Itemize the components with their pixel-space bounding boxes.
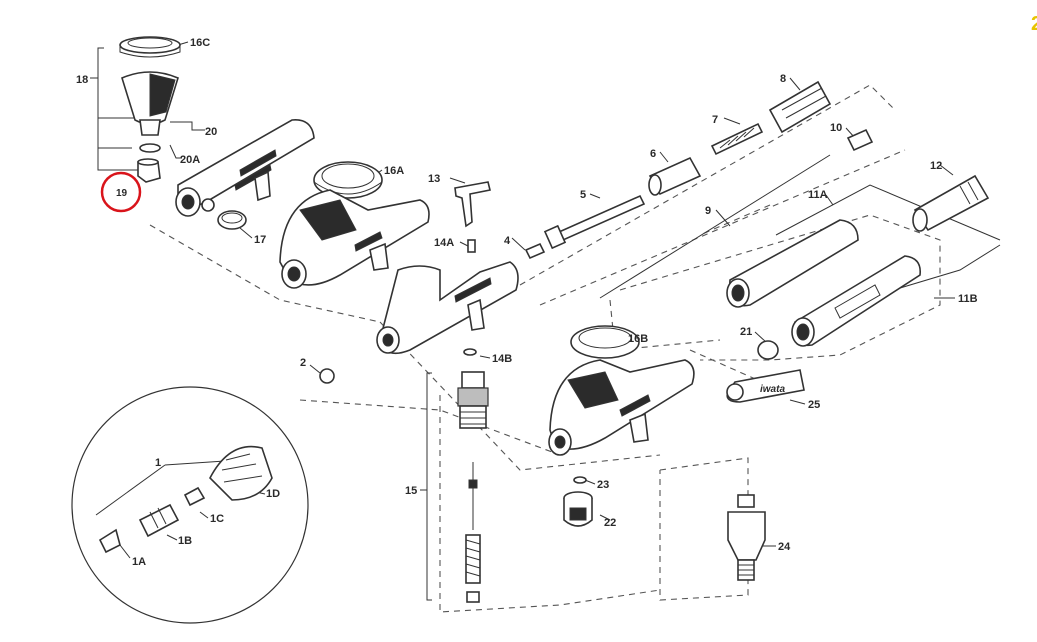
- edge-glyph: 2: [1031, 13, 1037, 35]
- label-5: 5: [580, 189, 586, 201]
- part-17-side-cap: [217, 210, 247, 230]
- label-11b: 11B: [958, 293, 978, 305]
- part-4-packing-screw: [524, 242, 546, 260]
- label-17: 17: [254, 234, 266, 246]
- label-7: 7: [712, 114, 718, 126]
- part-16b-lid: [570, 325, 640, 359]
- part-15-air-valve: [457, 371, 489, 603]
- part-16a-lid: [313, 161, 383, 199]
- part-21-oring: [757, 340, 779, 360]
- part-18-color-cup: [121, 71, 179, 136]
- label-16b: 16B: [628, 333, 648, 345]
- wrench-brand-text: iwata: [760, 384, 785, 395]
- part-labels: 16C 18 20 20A 19 17 16A 13 14A 4 5 6 7 8…: [76, 37, 978, 568]
- part-body-center: [376, 261, 519, 355]
- label-22: 22: [604, 517, 616, 529]
- label-2: 2: [300, 357, 306, 369]
- label-1d: 1D: [266, 488, 280, 500]
- label-11a: 11A: [808, 189, 828, 201]
- nozzle-detail-inset: [71, 386, 309, 624]
- label-13: 13: [428, 173, 440, 185]
- part-10-nozzle-cap: [846, 128, 874, 152]
- part-body-gravity-16b: [548, 359, 695, 456]
- part-9-needle: [599, 154, 831, 299]
- label-20a: 20A: [180, 154, 200, 166]
- label-24: 24: [778, 541, 791, 553]
- part-body-gravity-16a: [279, 189, 430, 289]
- part-8-spring-guide: [768, 80, 832, 134]
- label-9: 9: [705, 205, 711, 217]
- label-18: 18: [76, 74, 88, 86]
- part-14b-oring: [463, 348, 477, 356]
- label-20: 20: [205, 126, 217, 138]
- part-11a-handle: [726, 219, 859, 308]
- label-1c: 1C: [210, 513, 224, 525]
- part-19-elbow: [137, 158, 161, 183]
- label-23: 23: [597, 479, 609, 491]
- label-10: 10: [830, 122, 842, 134]
- part-23-oring: [573, 476, 587, 484]
- label-1b: 1B: [178, 535, 192, 547]
- leader-lines: [90, 41, 1001, 601]
- part-6-chucking-nut: [648, 156, 702, 196]
- dashed-guides: [149, 84, 941, 613]
- label-19: 19: [116, 188, 128, 199]
- part-2-oring: [319, 368, 335, 384]
- label-6: 6: [650, 148, 656, 160]
- label-12: 12: [930, 160, 942, 172]
- label-14b: 14B: [492, 353, 512, 365]
- label-1a: 1A: [132, 556, 146, 568]
- label-1: 1: [155, 457, 161, 469]
- part-13-trigger: [454, 181, 491, 228]
- part-16c-cup-lid: [119, 36, 181, 58]
- part-20a-oring: [139, 143, 161, 153]
- part-22-valve: [563, 491, 593, 527]
- label-16a: 16A: [384, 165, 404, 177]
- label-15: 15: [405, 485, 417, 497]
- part-24-mac-valve: [727, 494, 766, 581]
- label-4: 4: [504, 235, 511, 247]
- part-12-nozzle: [912, 174, 990, 232]
- highlight-circle: [100, 171, 142, 213]
- part-25-wrench: iwata: [726, 369, 805, 403]
- part-11b-handle-cutaway: [791, 255, 922, 347]
- part-7-spring: [710, 122, 764, 156]
- label-8: 8: [780, 73, 786, 85]
- label-14a: 14A: [434, 237, 454, 249]
- part-5-needle-guide: [543, 194, 646, 250]
- label-16c: 16C: [190, 37, 210, 49]
- label-21: 21: [740, 326, 752, 338]
- part-body-side-feed: [175, 119, 315, 217]
- part-14a-screw: [467, 239, 476, 253]
- label-25: 25: [808, 399, 820, 411]
